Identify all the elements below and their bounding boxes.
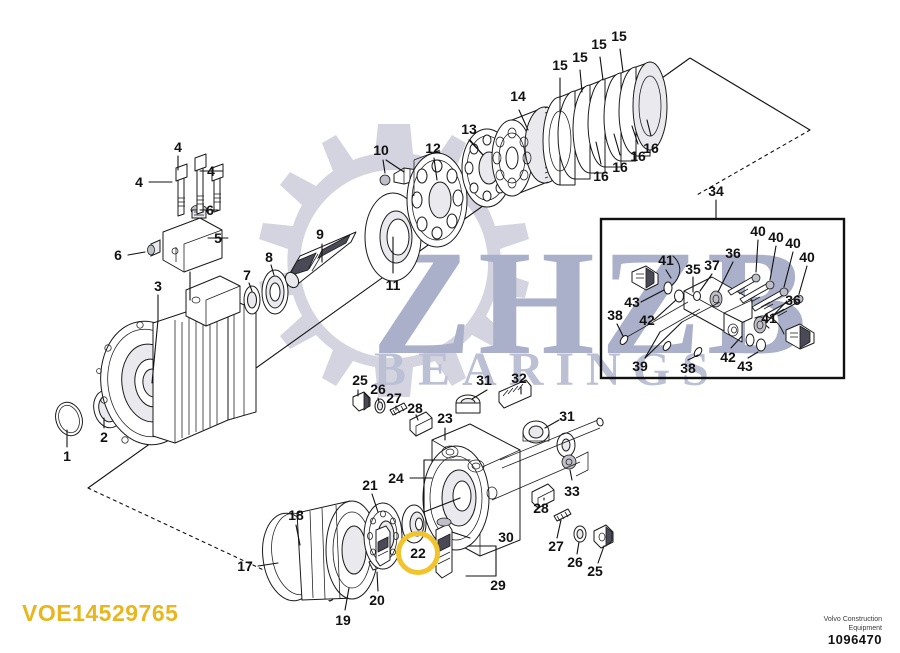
callout-11: 11 xyxy=(385,277,401,293)
callout-40: 40 xyxy=(768,229,784,245)
callout-24: 24 xyxy=(388,470,404,486)
solenoid-valve-block xyxy=(127,153,229,301)
callout-37: 37 xyxy=(704,257,720,273)
callout-15: 15 xyxy=(611,28,627,44)
callout-40: 40 xyxy=(750,223,766,239)
callout-25: 25 xyxy=(352,372,368,388)
callout-21: 21 xyxy=(362,477,378,493)
callout-23: 23 xyxy=(437,410,453,426)
callout-41: 41 xyxy=(658,252,674,268)
callout-14: 14 xyxy=(510,88,526,104)
callout-42: 42 xyxy=(639,312,655,328)
motor-housing-assembly xyxy=(55,275,257,446)
callout-35: 35 xyxy=(685,261,701,277)
callout-6: 6 xyxy=(114,247,122,263)
callout-5: 5 xyxy=(214,230,222,246)
callout-4: 4 xyxy=(207,163,215,179)
callout-1: 1 xyxy=(63,448,71,464)
callout-15: 15 xyxy=(572,49,588,65)
callout-33: 33 xyxy=(564,483,580,499)
callout-39: 39 xyxy=(632,358,648,374)
callout-18: 18 xyxy=(288,507,304,523)
callout-26: 26 xyxy=(567,554,583,570)
callout-30: 30 xyxy=(498,529,514,545)
part-number: VOE14529765 xyxy=(22,600,179,626)
callout-20: 20 xyxy=(369,592,385,608)
callout-31: 31 xyxy=(559,408,575,424)
callout-4: 4 xyxy=(135,174,143,190)
callout-7: 7 xyxy=(243,267,251,283)
drawing-number: 1096470 xyxy=(827,632,882,647)
callout-28: 28 xyxy=(533,500,549,516)
callout-42: 42 xyxy=(720,349,736,365)
callout-15: 15 xyxy=(591,36,607,52)
highlight-ring-part-22 xyxy=(396,531,440,575)
callout-10: 10 xyxy=(373,142,389,158)
callout-leaders-left xyxy=(66,294,159,448)
callout-12: 12 xyxy=(425,140,441,156)
callout-25: 25 xyxy=(587,563,603,579)
detail-inset-34 xyxy=(599,199,846,380)
callout-16: 16 xyxy=(593,168,609,184)
callout-28: 28 xyxy=(407,400,423,416)
callout-27: 27 xyxy=(386,390,402,406)
callout-4: 4 xyxy=(174,139,182,155)
manufacturer-line-1: Volvo Construction xyxy=(823,616,882,623)
callout-2: 2 xyxy=(100,429,108,445)
callout-16: 16 xyxy=(630,148,646,164)
callout-3: 3 xyxy=(154,278,162,294)
callout-40: 40 xyxy=(785,235,801,251)
callout-29: 29 xyxy=(490,577,506,593)
callout-34: 34 xyxy=(708,183,724,199)
callout-43: 43 xyxy=(624,294,640,310)
manufacturer-label: Volvo Construction Equipment xyxy=(824,616,882,634)
callout-16: 16 xyxy=(612,159,628,175)
callout-26: 26 xyxy=(370,381,386,397)
callout-15: 15 xyxy=(552,57,568,73)
callout-6: 6 xyxy=(206,202,214,218)
callout-41: 41 xyxy=(761,310,777,326)
pump-assembly xyxy=(257,379,614,611)
callout-27: 27 xyxy=(548,538,564,554)
callout-38: 38 xyxy=(680,360,696,376)
brake-disc-stack xyxy=(468,48,668,186)
callout-31: 31 xyxy=(476,372,492,388)
callout-22-highlighted: 22 xyxy=(410,545,426,561)
callout-8: 8 xyxy=(265,249,273,265)
callout-17: 17 xyxy=(237,558,253,574)
callout-19: 19 xyxy=(335,612,351,628)
callout-9: 9 xyxy=(316,226,324,242)
callout-13: 13 xyxy=(461,121,477,137)
callout-43: 43 xyxy=(737,358,753,374)
callout-32: 32 xyxy=(511,370,527,386)
cylinder-block xyxy=(406,149,468,248)
callout-16: 16 xyxy=(643,140,659,156)
callout-36: 36 xyxy=(785,292,801,308)
callout-40: 40 xyxy=(799,249,815,265)
callout-36: 36 xyxy=(725,245,741,261)
callout-38: 38 xyxy=(607,307,623,323)
manufacturer-line-2: Equipment xyxy=(848,624,882,632)
